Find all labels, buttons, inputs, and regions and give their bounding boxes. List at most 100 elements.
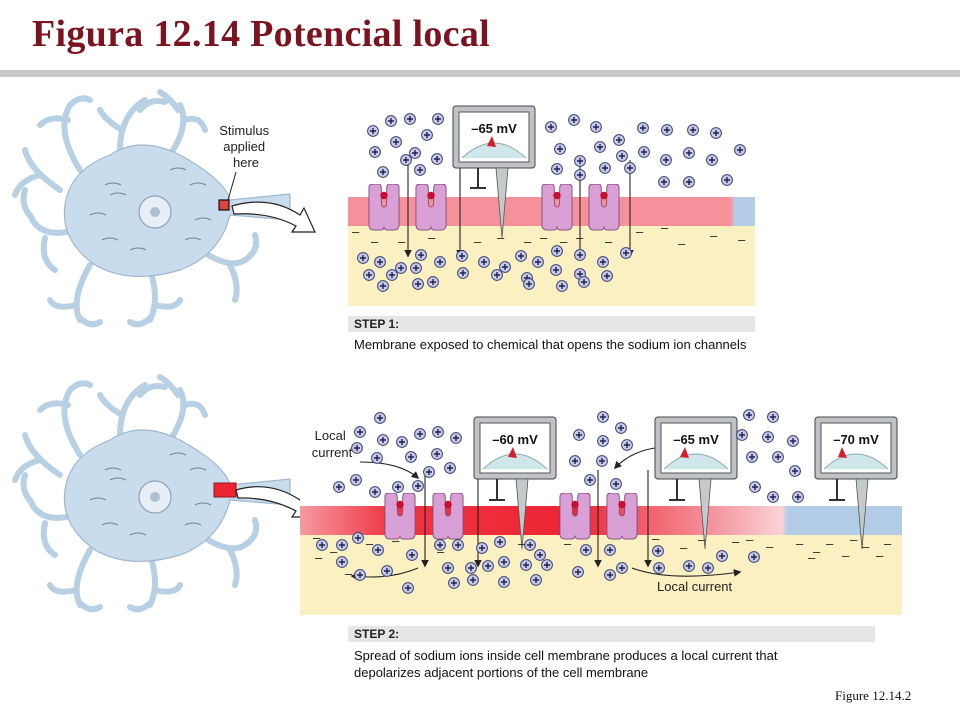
negative-charge: –: [313, 530, 321, 545]
sodium-ion: [653, 562, 665, 574]
sodium-ion: [386, 269, 398, 281]
voltmeter: –65 mV: [452, 105, 536, 238]
sodium-ion: [395, 262, 407, 274]
sodium-ion: [434, 256, 446, 268]
negative-charge: –: [813, 544, 821, 559]
negative-charge: –: [518, 536, 526, 551]
page-title: Figura 12.14 Potencial local: [32, 13, 490, 55]
sodium-ion: [357, 252, 369, 264]
sodium-ion: [734, 144, 746, 156]
step-2-text: Spread of sodium ions inside cell membra…: [354, 648, 781, 680]
neuron-illustration: [12, 89, 291, 328]
sodium-ion: [523, 278, 535, 290]
voltmeter-reading: –60 mV: [492, 432, 538, 447]
sodium-ion: [604, 569, 616, 581]
sodium-ion: [377, 280, 389, 292]
sodium-ion: [792, 491, 804, 503]
negative-charge: –: [564, 536, 572, 551]
step-2-heading: STEP 2:: [354, 627, 399, 641]
voltmeter: –70 mV: [814, 416, 898, 549]
sodium-ion: [574, 169, 586, 181]
sodium-ion: [746, 451, 758, 463]
sodium-ion: [405, 451, 417, 463]
sodium-ion: [390, 136, 402, 148]
sodium-ion: [432, 426, 444, 438]
sodium-ion: [550, 264, 562, 276]
sodium-ion: [367, 125, 379, 137]
sodium-ion: [658, 176, 670, 188]
sodium-ion: [743, 409, 755, 421]
voltmeter: –60 mV: [473, 416, 557, 549]
sodium-ion: [499, 261, 511, 273]
sodium-ion: [661, 124, 673, 136]
negative-charge: –: [560, 234, 568, 249]
sodium-ion: [369, 146, 381, 158]
sodium-ion: [787, 435, 799, 447]
negative-charge: –: [371, 234, 379, 249]
sodium-ion: [637, 122, 649, 134]
negative-charge: –: [680, 540, 688, 555]
sodium-ion: [613, 134, 625, 146]
sodium-ion: [660, 154, 672, 166]
sodium-ion: [716, 550, 728, 562]
sodium-ion: [532, 256, 544, 268]
sodium-ion: [597, 411, 609, 423]
sodium-ion: [789, 465, 801, 477]
sodium-ion: [427, 276, 439, 288]
negative-charge: –: [398, 234, 406, 249]
negative-charge: –: [796, 536, 804, 551]
negative-charge: –: [315, 550, 323, 565]
sodium-ion: [457, 267, 469, 279]
voltmeter: –65 mV: [654, 416, 738, 549]
sodium-ion: [431, 153, 443, 165]
negative-charge: –: [474, 234, 482, 249]
sodium-ion: [573, 429, 585, 441]
sodium-ion: [554, 143, 566, 155]
sodium-ion: [491, 269, 503, 281]
sodium-ion: [402, 582, 414, 594]
sodium-ion: [515, 250, 527, 262]
sodium-ion: [590, 121, 602, 133]
negative-charge: –: [366, 536, 374, 551]
negative-charge: –: [876, 548, 884, 563]
sodium-ion: [336, 539, 348, 551]
negative-charge: –: [698, 532, 706, 547]
sodium-ion: [706, 154, 718, 166]
sodium-ion: [412, 480, 424, 492]
sodium-ion: [524, 539, 536, 551]
negative-charge: –: [884, 536, 892, 551]
sodium-ion: [568, 114, 580, 126]
sodium-ion: [354, 569, 366, 581]
sodium-ion: [736, 429, 748, 441]
sodium-ion: [476, 542, 488, 554]
sodium-ion: [534, 549, 546, 561]
sodium-ion: [624, 162, 636, 174]
negative-charges: ––––––––––––––––: [352, 220, 746, 251]
negative-charge: –: [678, 236, 686, 251]
sodium-ion: [333, 481, 345, 493]
sodium-ion: [410, 262, 422, 274]
negative-charge: –: [345, 566, 353, 581]
sodium-ion: [478, 256, 490, 268]
negative-charge: –: [842, 548, 850, 563]
sodium-ion: [545, 121, 557, 133]
sodium-ion: [482, 560, 494, 572]
sodium-ion: [432, 113, 444, 125]
sodium-ion: [431, 448, 443, 460]
negative-charge: –: [540, 230, 548, 245]
sodium-ion: [530, 574, 542, 586]
sodium-ion: [421, 129, 433, 141]
sodium-ion: [448, 577, 460, 589]
sodium-ion: [444, 462, 456, 474]
negative-charge: –: [746, 532, 754, 547]
sodium-ion: [452, 539, 464, 551]
sodium-ion: [702, 562, 714, 574]
sodium-ion: [412, 278, 424, 290]
title-divider: [0, 70, 960, 77]
sodium-ion: [414, 164, 426, 176]
sodium-ion: [652, 545, 664, 557]
sodium-ion: [374, 412, 386, 424]
sodium-ion: [363, 269, 375, 281]
sodium-ion: [406, 549, 418, 561]
sodium-ion: [400, 154, 412, 166]
